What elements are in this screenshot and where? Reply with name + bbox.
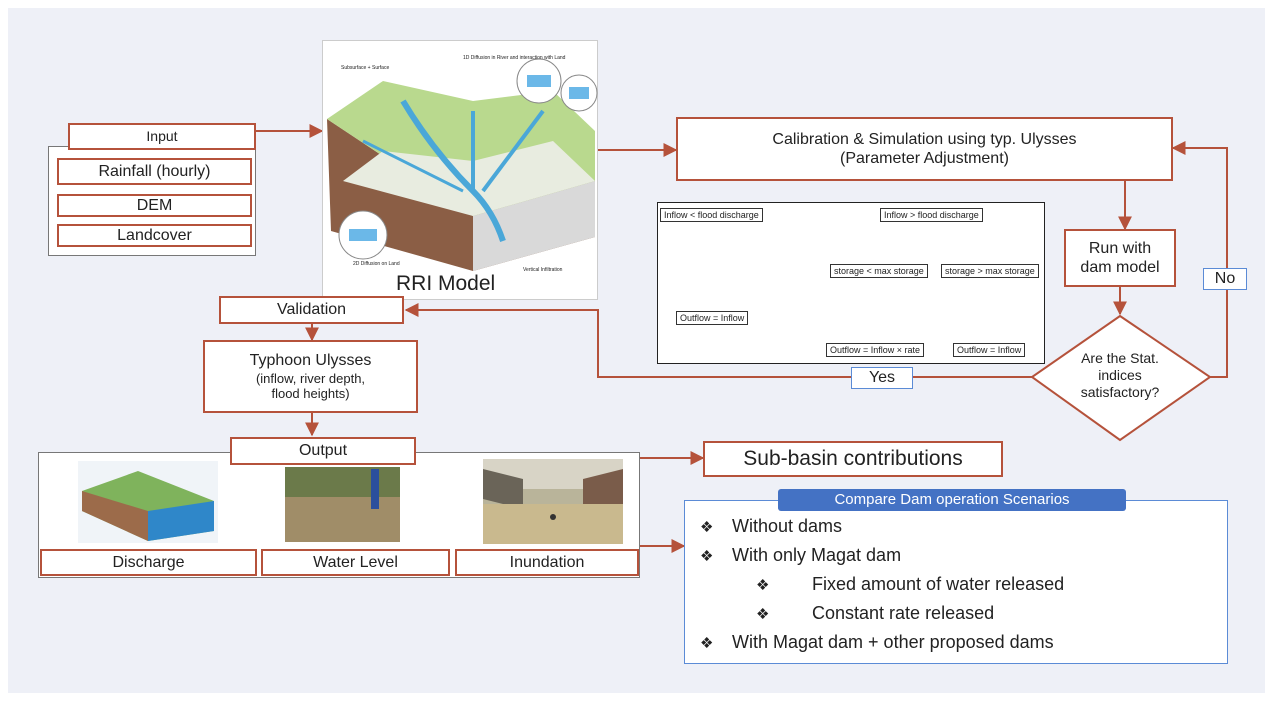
rri-label-vertical: Vertical Infiltration [523,267,563,273]
scenario-text: Constant rate released [812,603,995,623]
typhoon-box: Typhoon Ulysses (inflow, river depth, fl… [203,340,418,413]
bullet-icon: ❖ [756,577,770,594]
rri-label-river: 1D Diffusion in River and interaction wi… [463,55,566,61]
scenario-text: With only Magat dam [732,545,902,565]
bullet-icon: ❖ [700,548,714,565]
calibration-box: Calibration & Simulation using typ. Ulys… [676,117,1173,181]
discharge-image [78,461,218,543]
rri-terrain-illustration [327,58,598,271]
scenarios-list: ❖ Without dams ❖ With only Magat dam ❖ Fixed … [700,512,1220,657]
scenario-item: ❖ Without dams [700,512,1220,541]
bullet-icon: ❖ [700,519,714,536]
input-title-box: Input [68,123,256,150]
no-label: No [1203,268,1247,290]
rri-caption: RRI Model [396,272,496,295]
dam-inflow-low: Inflow < flood discharge [660,208,763,222]
bullet-icon: ❖ [756,606,770,623]
subbasin-box: Sub-basin contributions [703,441,1003,477]
dam-logic-panel [657,202,1045,364]
output-item-inundation: Inundation [455,549,639,576]
scenario-text: Fixed amount of water released [812,574,1065,594]
scenario-item: ❖ With only Magat dam [700,541,1220,570]
decision-text: Are the Stat. indices satisfactory? [1080,350,1160,400]
scenario-item: ❖ With Magat dam + other proposed dams [700,628,1220,657]
dam-outflow-equal-right: Outflow = Inflow [953,343,1026,357]
inundation-image [483,459,623,544]
run-dam-model-box: Run with dam model [1064,229,1176,287]
input-item-dem: DEM [57,194,252,217]
dam-inflow-high: Inflow > flood discharge [880,208,983,222]
rri-model-panel: Subsurface + Surface 1D Diffusion in Riv… [322,40,598,300]
output-item-discharge: Discharge [40,549,257,576]
scenario-text: Without dams [732,516,843,536]
dam-outflow-equal-left: Outflow = Inflow [676,311,749,325]
scenarios-title: Compare Dam operation Scenarios [778,489,1126,511]
calibration-line1: Calibration & Simulation using typ. Ulys… [772,130,1077,148]
input-title: Input [146,128,178,145]
dam-storage-high: storage > max storage [941,264,1039,278]
bullet-icon: ❖ [700,635,714,652]
scenarios-panel [684,500,1228,664]
input-item-rainfall: Rainfall (hourly) [57,158,252,185]
dam-storage-low: storage < max storage [830,264,928,278]
rri-label-subsurface: Subsurface + Surface [341,65,390,71]
scenario-subitem: ❖ Fixed amount of water released [700,570,1220,599]
calibration-line2: (Parameter Adjustment) [840,150,1009,167]
arrow-yes-to-validation [404,303,1032,378]
water-level-image [285,467,400,542]
output-item-water-level: Water Level [261,549,450,576]
yes-label: Yes [851,367,913,389]
scenario-text: With Magat dam + other proposed dams [732,632,1054,652]
scenario-subitem: ❖ Constant rate released [700,599,1220,628]
dam-outflow-rate: Outflow = Inflow × rate [826,343,925,357]
input-item-landcover: Landcover [57,224,252,247]
arrow-no-loop [1171,141,1228,378]
output-title-box: Output [230,437,416,465]
validation-box: Validation [219,296,404,324]
rri-label-land: 2D Diffusion on Land [353,261,400,267]
